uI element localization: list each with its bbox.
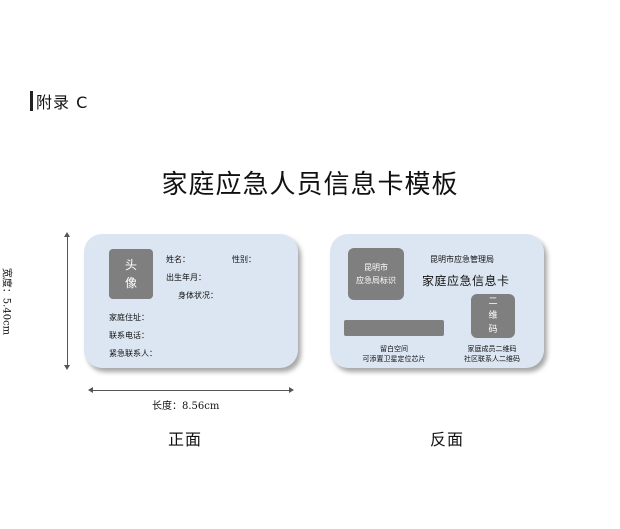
logo-label-1: 昆明市 (364, 263, 388, 272)
birth-field-label: 出生年月： (166, 273, 206, 282)
qr-note: 家庭成员二维码 社区联系人二维码 (452, 344, 532, 364)
emergency-contact-field-label: 紧急联系人： (109, 349, 157, 358)
front-caption: 正面 (168, 430, 203, 449)
chip-note: 留白空间 可添置卫星定位芯片 (344, 344, 444, 364)
gender-field-label: 性别： (232, 255, 256, 264)
organization-name: 昆明市应急管理局 (430, 255, 494, 264)
back-caption: 反面 (430, 430, 465, 449)
card-front: 头 像 姓名： 性别： 出生年月： 身体状况： 家庭住址： 联系电话： 紧急联系… (84, 234, 298, 368)
qr-label-2: 维 (488, 311, 498, 321)
qr-label-3: 码 (488, 325, 498, 335)
appendix-heading: 附录 C (30, 90, 88, 112)
card-back: 昆明市 应急局标识 昆明市应急管理局 家庭应急信息卡 二 维 码 留白空间 可添… (330, 234, 544, 368)
page-title: 家庭应急人员信息卡模板 (161, 170, 459, 200)
logo-label-2: 应急局标识 (356, 276, 396, 285)
address-field-label: 家庭住址： (109, 313, 149, 322)
height-dimension-line (67, 236, 68, 366)
appendix-label: 附录 C (36, 93, 89, 112)
width-dimension-line (92, 390, 290, 391)
photo-placeholder: 头 像 (109, 249, 153, 299)
health-field-label: 身体状况： (178, 291, 218, 300)
qr-note-line-2: 社区联系人二维码 (464, 355, 520, 363)
bureau-logo-placeholder: 昆明市 应急局标识 (348, 248, 404, 300)
chip-note-line-1: 留白空间 (380, 345, 408, 353)
phone-field-label: 联系电话： (109, 331, 149, 340)
photo-label-2: 像 (124, 276, 137, 290)
qr-note-line-1: 家庭成员二维码 (467, 345, 517, 353)
arrow-right-icon (289, 387, 294, 393)
arrow-up-icon (64, 232, 70, 237)
chip-placeholder (344, 320, 444, 336)
height-label: 宽度：5.40cm (0, 267, 12, 336)
card-title: 家庭应急信息卡 (422, 274, 510, 288)
photo-label-1: 头 (124, 258, 137, 272)
qr-label-1: 二 (488, 297, 498, 307)
chip-note-line-2: 可添置卫星定位芯片 (362, 355, 426, 363)
text-cursor (30, 91, 33, 111)
name-field-label: 姓名： (166, 255, 190, 264)
qr-code-placeholder: 二 维 码 (471, 294, 515, 338)
width-label: 长度：8.56cm (152, 401, 220, 412)
arrow-left-icon (88, 387, 93, 393)
arrow-down-icon (64, 365, 70, 370)
